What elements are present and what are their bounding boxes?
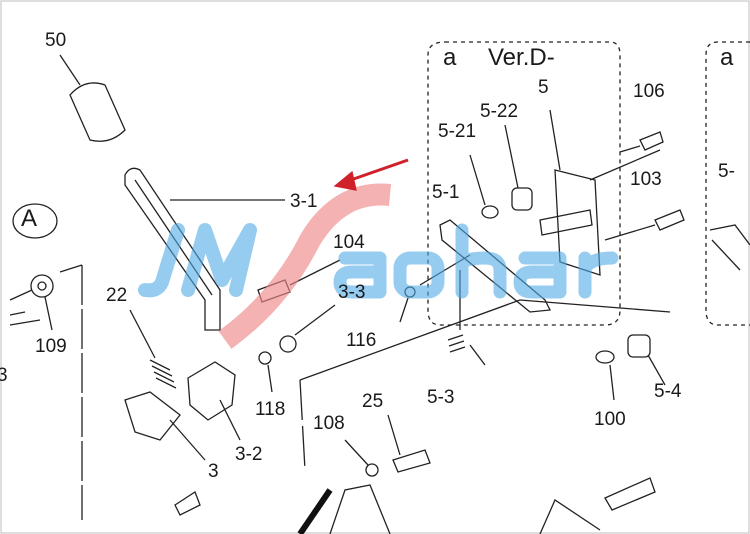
label-22: 22	[106, 285, 128, 306]
part-5-1-plate	[439, 219, 552, 313]
label-5-4: 5-4	[654, 381, 682, 402]
part-3-1-lever	[124, 167, 221, 331]
label-104: 104	[333, 232, 365, 253]
label-5: 5	[538, 77, 549, 98]
watermark-text	[333, 223, 619, 299]
watermark-swoosh	[218, 183, 392, 349]
label-5-21: 5-21	[438, 121, 477, 142]
label-5-3: 5-3	[427, 387, 455, 408]
label-116: 116	[346, 330, 377, 351]
label-3: 3	[208, 461, 219, 482]
watermark-logo	[138, 223, 257, 298]
label-109: 109	[35, 336, 67, 357]
label-100: 100	[594, 409, 626, 430]
circle-letter-a-right: a	[720, 44, 734, 71]
label-5-partial: 5-	[718, 161, 735, 182]
part-3-2-block	[187, 361, 236, 421]
label-50: 50	[45, 30, 67, 51]
red-arrow	[344, 158, 409, 184]
label-118: 118	[255, 399, 286, 420]
section-marker: A	[21, 205, 38, 232]
label-25: 25	[362, 391, 384, 412]
label-3-2: 3-2	[235, 444, 263, 465]
circle-letter-a: a	[443, 44, 457, 71]
label-103: 103	[630, 169, 662, 190]
label-108: 108	[313, 413, 345, 434]
label-106: 106	[633, 81, 665, 102]
version-label: Ver.D-	[488, 44, 555, 71]
label-edge-left: 3	[0, 365, 8, 386]
label-5-1: 5-1	[432, 182, 460, 203]
label-5-22: 5-22	[480, 101, 519, 122]
part-50-cap	[69, 82, 126, 142]
label-3-1: 3-1	[290, 191, 318, 212]
label-3-3: 3-3	[338, 282, 366, 303]
group-box-ver-d	[427, 41, 621, 326]
